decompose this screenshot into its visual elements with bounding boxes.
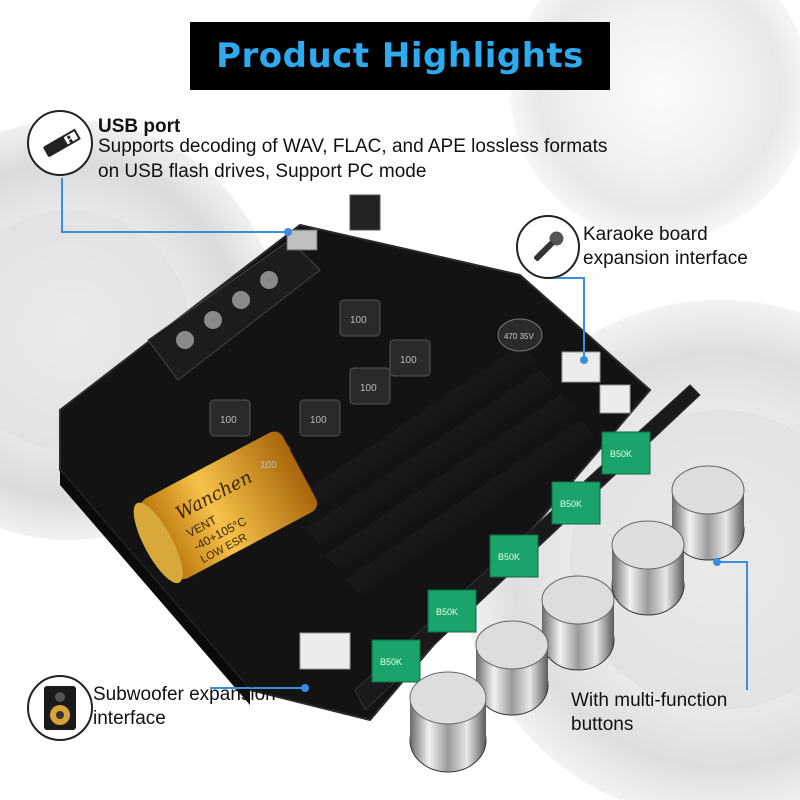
- potentiometer: [601, 431, 651, 475]
- inductor-label: 100: [400, 355, 417, 366]
- buttons-callout-dot: [713, 558, 721, 566]
- inductor-label: 100: [220, 415, 237, 426]
- subwoofer-header: [299, 632, 351, 670]
- usb-port-description: Supports decoding of WAV, FLAC, and APE …: [98, 136, 608, 182]
- potentiometer: [371, 639, 421, 683]
- potentiometer-label: B50K: [560, 499, 582, 509]
- inductor: [209, 399, 251, 437]
- inductor: [299, 399, 341, 437]
- inductor-label: 100: [360, 383, 377, 394]
- heatsink-fin: [285, 345, 535, 520]
- small-capacitor: [497, 318, 543, 352]
- subwoofer-interface-label: Subwoofer expansion interface: [93, 684, 276, 729]
- usb-plug-icon: [27, 110, 93, 176]
- usb-callout-dot: [284, 228, 292, 236]
- knob: [409, 671, 487, 773]
- inductor: [339, 299, 381, 337]
- multi-function-buttons-label: With multi-function buttons: [571, 690, 728, 735]
- inductor: [349, 367, 391, 405]
- audio-jack: [349, 194, 381, 231]
- heatsink-fin: [345, 420, 595, 595]
- microphone-icon: [516, 215, 580, 279]
- subwoofer-callout-dot: [301, 684, 309, 692]
- karaoke-interface-label: Karaoke board expansion interface: [583, 224, 748, 269]
- small-capacitor-label: 470 35V: [504, 332, 534, 341]
- usb-port: [286, 229, 318, 251]
- title-banner: Product Highlights: [190, 22, 610, 90]
- terminal-screw: [232, 291, 250, 309]
- karaoke-callout-line: [546, 277, 585, 360]
- terminal-screw: [204, 311, 222, 329]
- speaker-icon: [27, 675, 93, 741]
- knob: [541, 575, 615, 671]
- knob: [611, 520, 685, 616]
- pcb-edge: [60, 470, 250, 705]
- potentiometer: [427, 589, 477, 633]
- potentiometer-label: B50K: [380, 657, 402, 667]
- potentiometer-label: B50K: [498, 552, 520, 562]
- terminal-screw: [176, 331, 194, 349]
- potentiometer: [551, 481, 601, 525]
- potentiometer: [489, 534, 539, 578]
- knob: [671, 465, 745, 561]
- karaoke-callout-dot: [580, 356, 588, 364]
- usb-callout-line: [61, 178, 288, 233]
- potentiometer-label: B50K: [436, 607, 458, 617]
- page-title: Product Highlights: [216, 36, 584, 76]
- inductor-label: 100: [310, 415, 327, 426]
- usb-port-heading: USB port: [98, 116, 181, 137]
- heatsink-fin: [325, 395, 575, 570]
- buttons-callout-line: [717, 561, 748, 690]
- main-capacitor: Wanchen VENT -40+105°C LOW ESR: [133, 431, 318, 584]
- inductor-label: 100: [350, 315, 367, 326]
- karaoke-header: [599, 384, 631, 414]
- terminal-screw: [260, 271, 278, 289]
- inductor-label: 100: [260, 460, 277, 471]
- heatsink-fin: [305, 370, 555, 545]
- potentiometer-label: B50K: [610, 449, 632, 459]
- inductor: [389, 339, 431, 377]
- karaoke-header: [561, 351, 601, 383]
- knob: [475, 620, 549, 716]
